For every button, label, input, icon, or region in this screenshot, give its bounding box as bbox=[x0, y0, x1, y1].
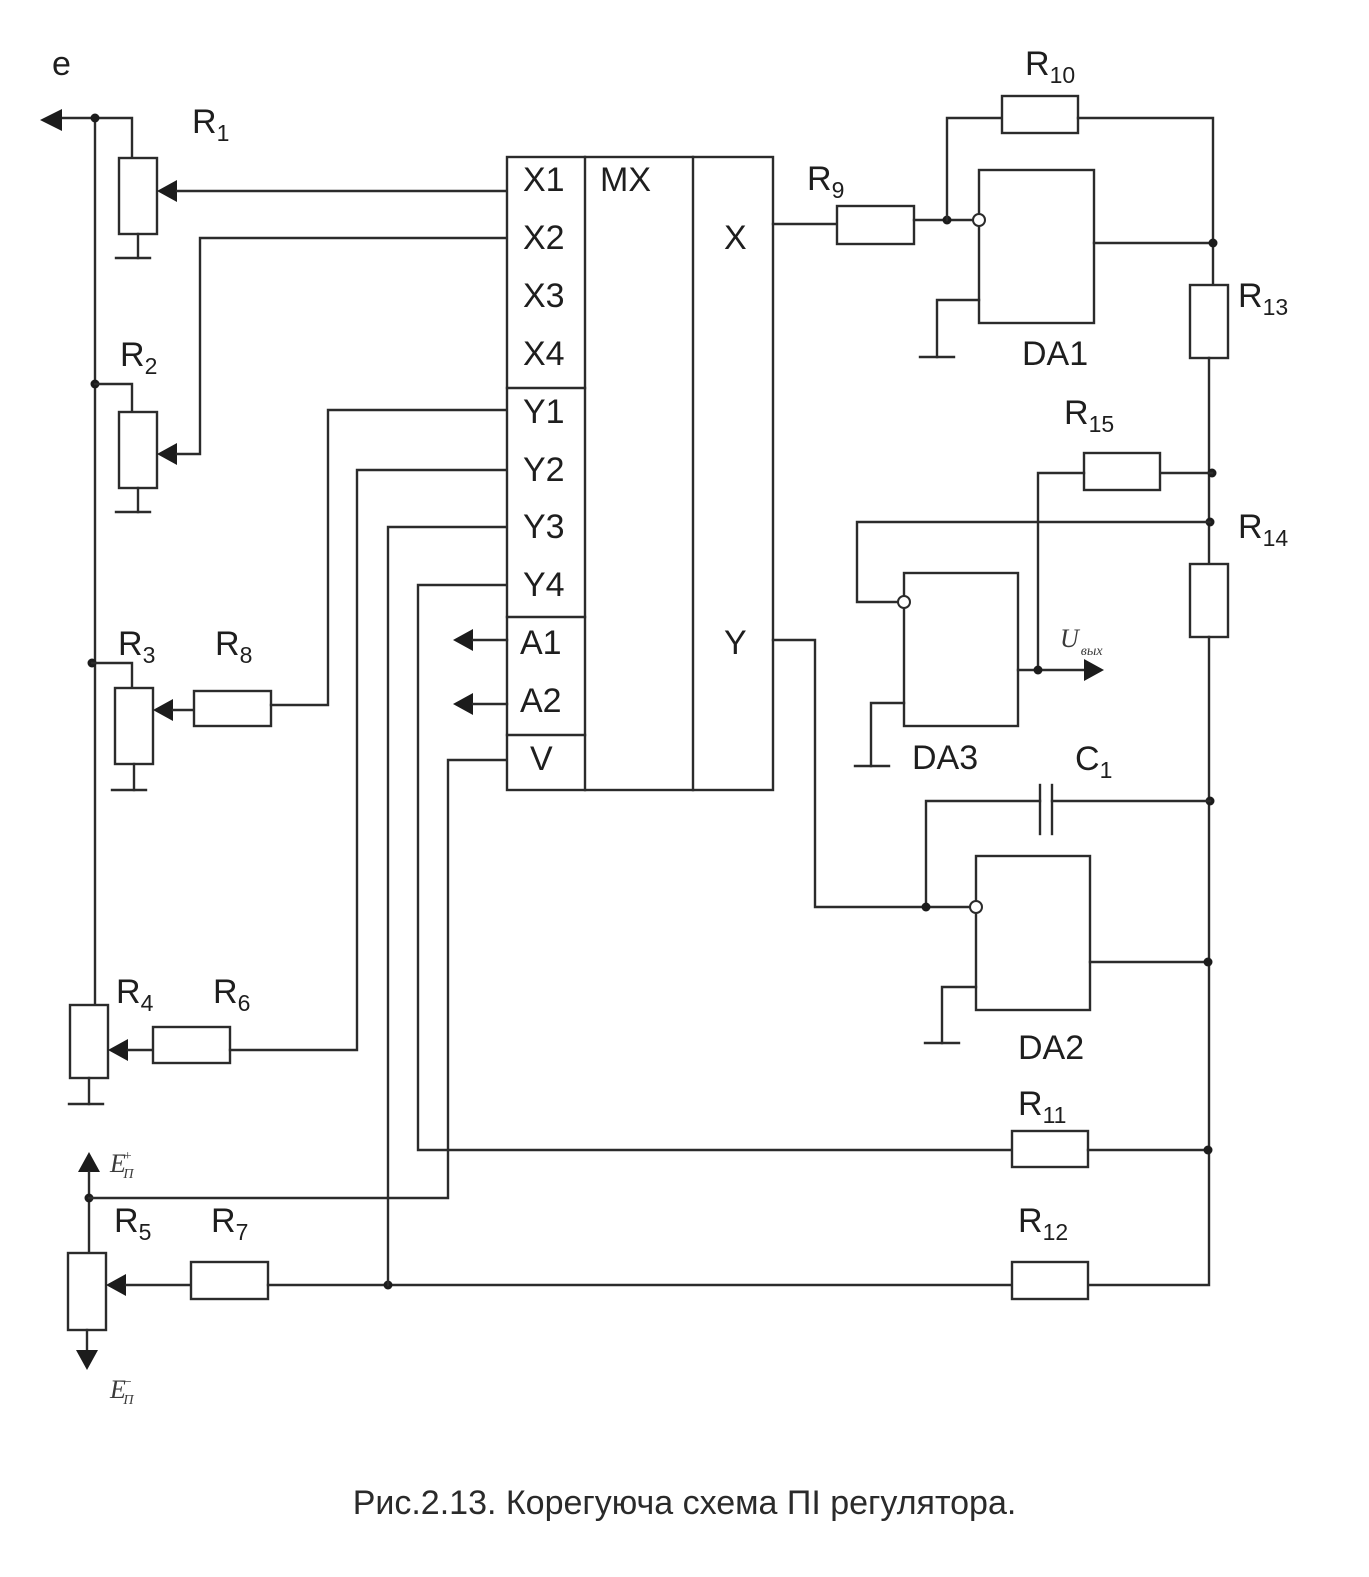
r5-label: R5 bbox=[114, 1202, 151, 1245]
r14-label: R14 bbox=[1238, 508, 1288, 551]
opamp-da1 bbox=[918, 168, 1218, 359]
multiplexer-mx bbox=[505, 155, 775, 792]
mx-pin-x4: X4 bbox=[523, 335, 565, 373]
r12-label: R12 bbox=[1018, 1202, 1068, 1245]
r1-label: R1 bbox=[192, 103, 229, 146]
resistor-r6 bbox=[126, 468, 512, 1065]
signal-e-label: e bbox=[52, 45, 71, 83]
mx-out-y: Y bbox=[724, 624, 747, 662]
resistor-r7 bbox=[124, 525, 1014, 1301]
resistor-r14 bbox=[1086, 517, 1230, 1287]
r11-label: R11 bbox=[1018, 1085, 1066, 1128]
r13-label: R13 bbox=[1238, 277, 1288, 320]
r2-label: R2 bbox=[120, 336, 157, 379]
wire-y4-r11 bbox=[416, 583, 1014, 1152]
signal-e-bus bbox=[40, 109, 134, 1007]
opamp-da2 bbox=[771, 638, 1213, 1045]
r8-label: R8 bbox=[215, 625, 252, 668]
potentiometer-r3 bbox=[87, 658, 173, 792]
resistor-r11 bbox=[1010, 1129, 1213, 1169]
mx-pin-x1: X1 bbox=[523, 161, 565, 199]
mx-pin-y4: Y4 bbox=[523, 566, 565, 604]
supply-positive bbox=[78, 758, 512, 1255]
mx-pin-x2: X2 bbox=[523, 219, 565, 257]
mx-out-x: X bbox=[724, 219, 747, 257]
resistor-r12 bbox=[1010, 1260, 1090, 1301]
resistor-r9 bbox=[771, 204, 974, 246]
resistor-r8 bbox=[171, 408, 512, 728]
opamp-da3 bbox=[853, 520, 1212, 768]
supply-neg-label: E−П bbox=[109, 1375, 134, 1408]
r9-label: R9 bbox=[807, 160, 844, 203]
da3-label: DA3 bbox=[912, 739, 978, 777]
potentiometer-r2 bbox=[90, 236, 512, 514]
potentiometer-r4 bbox=[67, 1003, 128, 1106]
r10-label: R10 bbox=[1025, 45, 1075, 88]
r6-label: R6 bbox=[213, 973, 250, 1016]
r4-label: R4 bbox=[116, 973, 154, 1016]
c1-label: C1 bbox=[1075, 740, 1112, 783]
r7-label: R7 bbox=[211, 1202, 248, 1245]
mx-pin-v: V bbox=[530, 740, 553, 778]
address-arrows bbox=[453, 629, 509, 715]
mx-title: MX bbox=[600, 161, 651, 199]
mx-pin-y2: Y2 bbox=[523, 451, 565, 489]
potentiometer-r5 bbox=[66, 1251, 126, 1370]
r3-label: R3 bbox=[118, 625, 155, 668]
mx-pin-y3: Y3 bbox=[523, 508, 565, 546]
resistor-r10 bbox=[945, 94, 1215, 287]
mx-pin-a2: A2 bbox=[520, 682, 562, 720]
r15-label: R15 bbox=[1064, 394, 1114, 437]
da1-label: DA1 bbox=[1022, 335, 1088, 373]
potentiometer-r1 bbox=[114, 156, 512, 260]
figure-caption: Рис.2.13. Корегуюча схема ПІ регулятора. bbox=[352, 1484, 1017, 1522]
mx-pin-y1: Y1 bbox=[523, 393, 565, 431]
capacitor-c1 bbox=[924, 783, 1215, 909]
mx-pin-a1: A1 bbox=[520, 624, 562, 662]
resistor-r15 bbox=[1036, 451, 1217, 672]
da2-label: DA2 bbox=[1018, 1029, 1084, 1067]
mx-pin-x3: X3 bbox=[523, 277, 565, 315]
supply-pos-label: E+П bbox=[109, 1149, 134, 1182]
resistor-r13 bbox=[1188, 283, 1230, 566]
